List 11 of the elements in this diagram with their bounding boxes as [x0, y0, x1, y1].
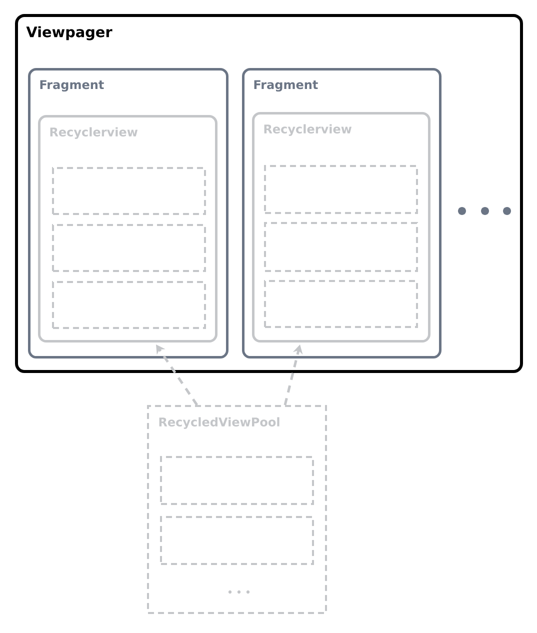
- list-box: Recyclerview: [252, 112, 430, 342]
- item-slot: [52, 224, 206, 272]
- item-slot: [264, 165, 418, 214]
- pool-box: RecycledViewPool: [147, 405, 327, 614]
- item-slot: [160, 516, 314, 565]
- item-slot: [264, 222, 418, 272]
- item-slot: [52, 167, 206, 215]
- item-slot: [52, 281, 206, 329]
- item-slot: [264, 280, 418, 328]
- item-slot: [160, 456, 314, 505]
- list-box: Recyclerview: [38, 115, 218, 342]
